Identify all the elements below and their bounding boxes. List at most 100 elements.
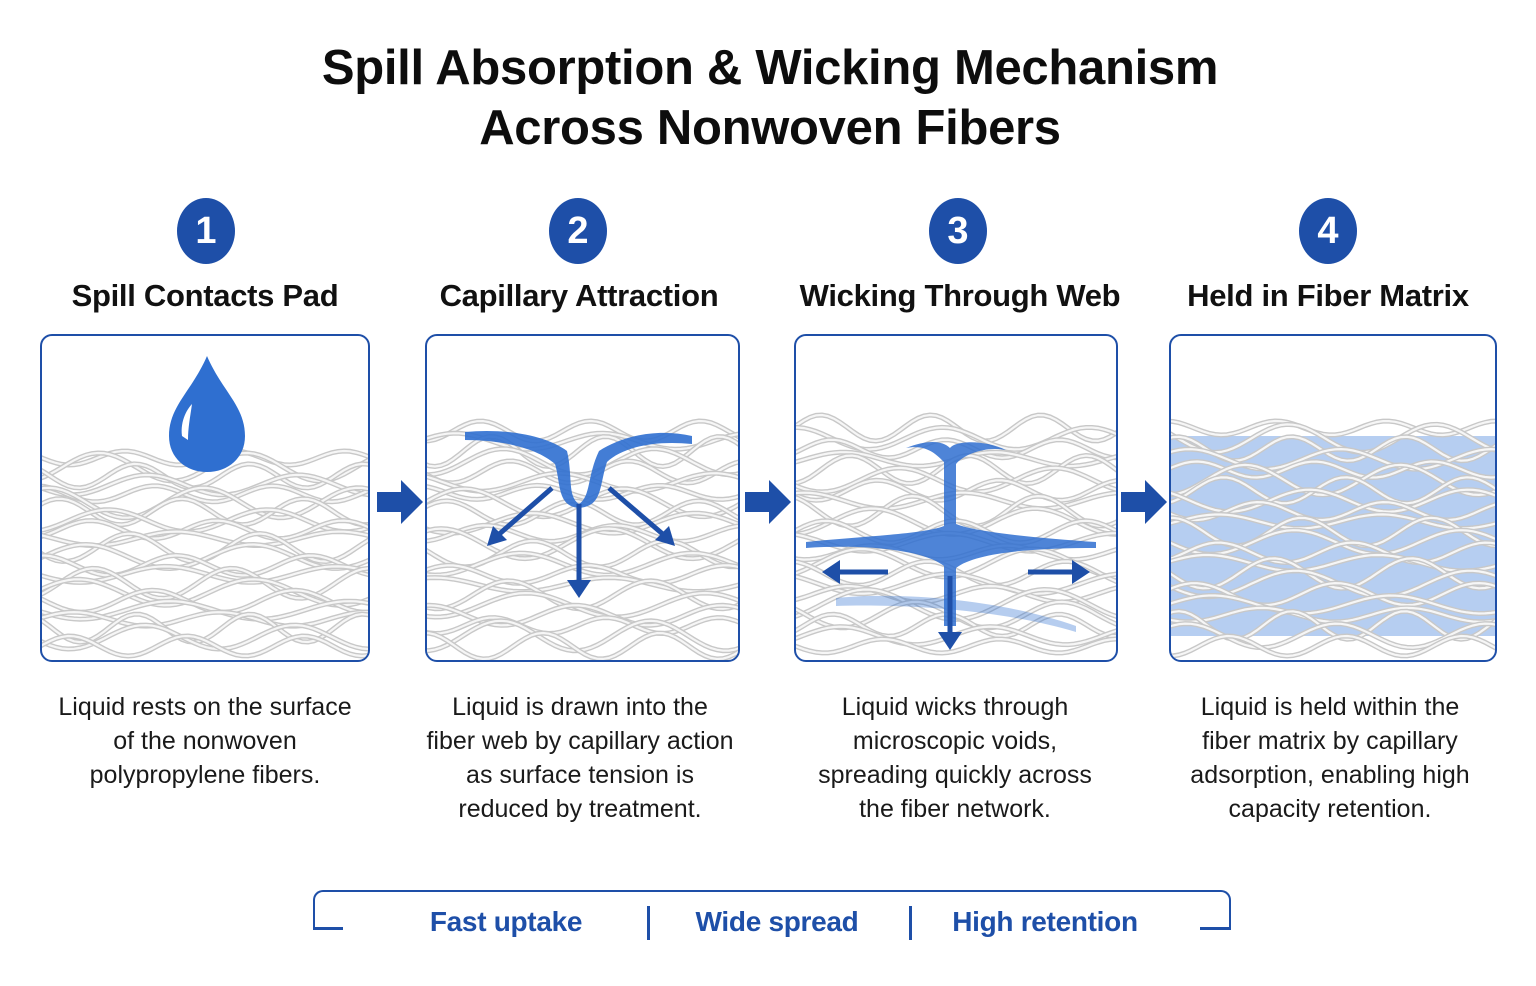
summary-wide-spread: Wide spread bbox=[695, 906, 859, 937]
arrow-left-icon bbox=[822, 560, 840, 584]
fiber-strand-core bbox=[42, 486, 368, 519]
summary-high-retention: High retention bbox=[952, 906, 1138, 937]
desc-line: Liquid is drawn into the bbox=[452, 693, 708, 721]
fiber-strand-core bbox=[427, 616, 738, 635]
fiber-strand-core bbox=[42, 462, 368, 490]
droplet-icon bbox=[169, 356, 245, 472]
liquid-spread-glow bbox=[836, 595, 1076, 632]
fiber-strand-core bbox=[42, 519, 368, 540]
desc-line: fiber matrix by capillary bbox=[1202, 727, 1458, 755]
fiber-strand-core bbox=[427, 435, 738, 468]
summary-bracket bbox=[313, 890, 1231, 930]
fiber-strand-core bbox=[42, 554, 368, 577]
fiber-strand-core bbox=[427, 591, 738, 619]
step-1-title: Spill Contacts Pad bbox=[71, 278, 339, 313]
step-1-badge: 1 bbox=[177, 198, 235, 264]
desc-line: capacity retention. bbox=[1228, 795, 1432, 823]
fiber-strand-core bbox=[427, 551, 738, 577]
step-2-title: Capillary Attraction bbox=[439, 278, 719, 313]
desc-line: of the nonwoven bbox=[113, 727, 297, 755]
arrow-down-icon bbox=[938, 632, 962, 650]
desc-line: spreading quickly across bbox=[818, 761, 1092, 789]
fiber-strand-core bbox=[427, 484, 738, 501]
step-2-description: Liquid is drawn into the fiber web by ca… bbox=[390, 690, 770, 826]
fiber-strand-core bbox=[796, 613, 1116, 638]
fiber-strand-core bbox=[1171, 447, 1495, 471]
desc-line: Liquid rests on the surface bbox=[58, 693, 352, 721]
fiber-strand-core bbox=[42, 578, 368, 607]
summary-bracket-foot-left bbox=[313, 927, 343, 930]
step-1-description: Liquid rests on the surface of the nonwo… bbox=[15, 690, 395, 792]
fiber-strand-core bbox=[427, 631, 738, 660]
fiber-strand-core bbox=[427, 459, 738, 485]
step-4-illustration bbox=[1169, 334, 1497, 662]
fiber-strand-core bbox=[796, 479, 1116, 502]
desc-line: polypropylene fibers. bbox=[89, 761, 321, 789]
step-3-badge: 3 bbox=[929, 198, 987, 264]
fiber-strand-core bbox=[1171, 634, 1495, 658]
fiber-strand-core bbox=[796, 438, 1116, 459]
fiber-strand-core bbox=[796, 572, 1116, 595]
fiber-strand-core bbox=[1171, 513, 1495, 530]
step-3-description: Liquid wicks through microscopic voids, … bbox=[765, 690, 1145, 826]
step-3-illustration bbox=[794, 334, 1118, 662]
step-3-svg bbox=[796, 412, 1116, 656]
fiber-strand-core bbox=[1171, 423, 1495, 454]
arrow-right-icon bbox=[377, 480, 423, 524]
title-line-1: Spill Absorption & Wicking Mechanism bbox=[321, 41, 1219, 95]
step-4-badge: 4 bbox=[1299, 198, 1357, 264]
step-2-illustration bbox=[425, 334, 740, 662]
step-2-badge: 2 bbox=[549, 198, 607, 264]
fiber-strand-core bbox=[42, 623, 368, 651]
fiber-strand-core bbox=[1171, 622, 1495, 649]
arrow-down-right-icon bbox=[655, 526, 675, 546]
fiber-strand-core bbox=[42, 610, 368, 628]
fiber-strand-core bbox=[796, 491, 1116, 510]
arrow-right-icon bbox=[1121, 480, 1167, 524]
fiber-strand-core bbox=[427, 512, 738, 535]
liquid-channel bbox=[806, 442, 1096, 626]
fiber-strand-core bbox=[1171, 419, 1495, 437]
arrow-down-icon bbox=[567, 580, 591, 598]
summary-separator bbox=[909, 906, 912, 940]
fiber-strand-core bbox=[427, 564, 738, 585]
summary-fast-uptake: Fast uptake bbox=[429, 906, 583, 937]
fiber-strand-core bbox=[1171, 594, 1495, 615]
summary-separator bbox=[647, 906, 650, 940]
fiber-strand-core bbox=[427, 527, 738, 560]
fiber-web bbox=[1171, 418, 1495, 659]
fiber-strand-core bbox=[42, 634, 368, 658]
fiber-strand-core bbox=[427, 604, 738, 627]
fiber-strand-core bbox=[427, 419, 738, 443]
fiber-strand-core bbox=[796, 519, 1116, 544]
step-1-svg bbox=[42, 356, 368, 659]
step-4-svg bbox=[1171, 418, 1495, 659]
arrow-right-icon bbox=[1072, 560, 1090, 584]
desc-line: as surface tension is bbox=[466, 761, 694, 789]
capillary-arrows bbox=[487, 486, 675, 598]
desc-line: microscopic voids, bbox=[852, 727, 1058, 755]
fiber-strand-core bbox=[1171, 488, 1495, 513]
summary-bracket-foot-right bbox=[1200, 927, 1230, 930]
liquid-pool bbox=[465, 430, 692, 508]
desc-line: reduced by treatment. bbox=[458, 795, 702, 823]
desc-line: the fiber network. bbox=[859, 795, 1051, 823]
step-3-title: Wicking Through Web bbox=[799, 278, 1121, 313]
desc-line: Liquid wicks through bbox=[841, 693, 1069, 721]
droplet-highlight bbox=[181, 404, 192, 440]
fiber-strand-core bbox=[796, 466, 1116, 494]
step-2-svg bbox=[427, 418, 738, 660]
fiber-web bbox=[42, 448, 368, 659]
step-4-title: Held in Fiber Matrix bbox=[1187, 278, 1469, 313]
page-title: Spill Absorption & Wicking Mechanism Acr… bbox=[0, 38, 1536, 158]
fiber-strand-core bbox=[1171, 557, 1495, 590]
fiber-strand-core bbox=[42, 473, 368, 496]
desc-line: Liquid is held within the bbox=[1200, 693, 1460, 721]
fiber-strand-core bbox=[1171, 553, 1495, 573]
fiber-web bbox=[427, 418, 738, 660]
fiber-strand-core bbox=[1171, 581, 1495, 607]
fiber-strand-core bbox=[1171, 541, 1495, 564]
arrow-down-left-icon bbox=[487, 526, 507, 546]
arrow-right-icon bbox=[745, 480, 791, 524]
step-1-illustration bbox=[40, 334, 370, 662]
